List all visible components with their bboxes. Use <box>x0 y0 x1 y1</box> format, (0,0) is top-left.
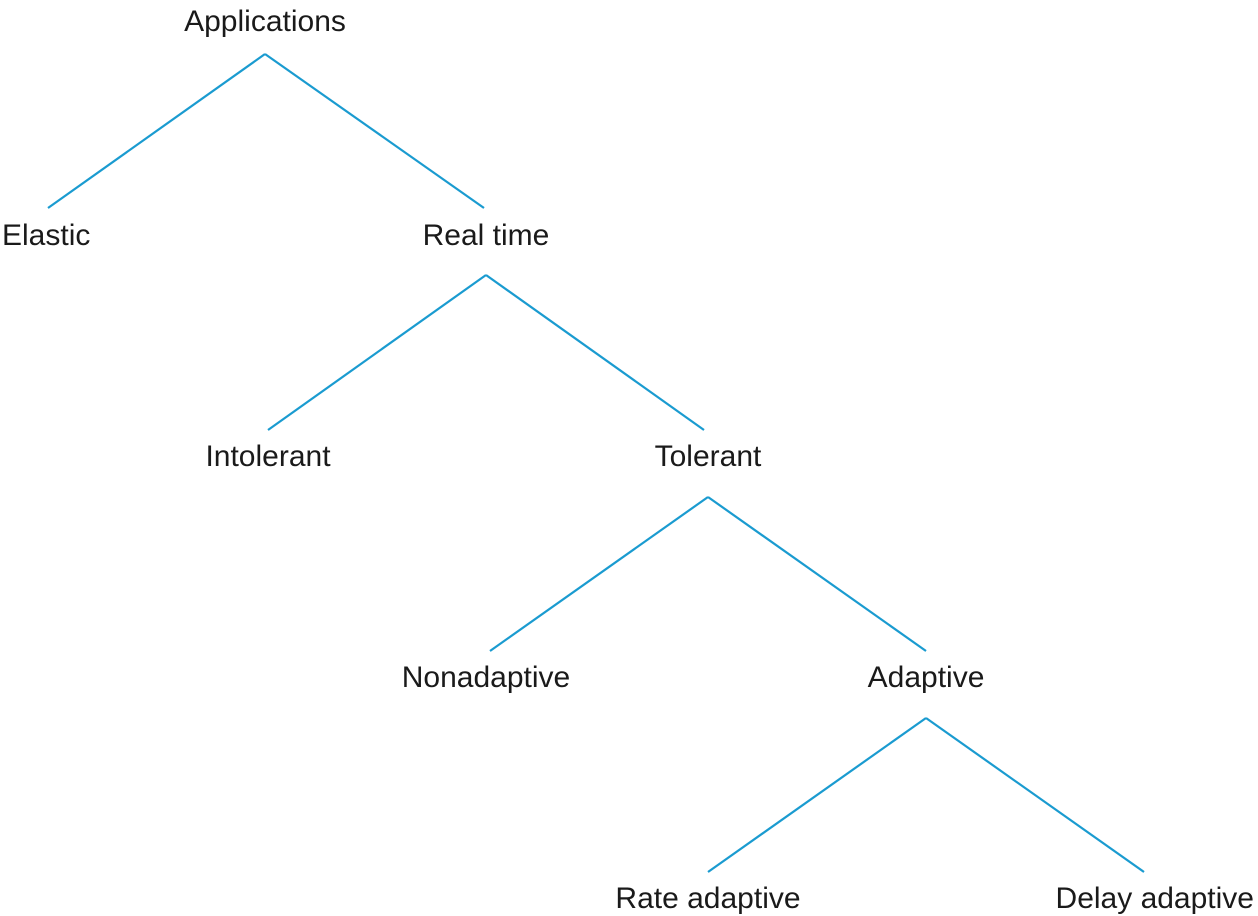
edge-applications-elastic <box>47 53 266 209</box>
node-applications: Applications <box>184 5 346 38</box>
node-elastic: Elastic <box>2 219 90 252</box>
edge-real-time-tolerant <box>485 274 705 431</box>
node-tolerant: Tolerant <box>655 440 762 473</box>
node-real-time: Real time <box>423 219 550 252</box>
edge-adaptive-rate-adaptive <box>707 717 927 873</box>
tree-edges <box>47 53 1145 873</box>
node-intolerant: Intolerant <box>205 440 331 473</box>
node-delay-adaptive: Delay adaptive <box>1056 882 1254 915</box>
node-rate-adaptive: Rate adaptive <box>615 882 800 915</box>
node-nonadaptive: Nonadaptive <box>402 661 570 694</box>
edge-real-time-intolerant <box>267 274 487 431</box>
edge-adaptive-delay-adaptive <box>925 717 1145 873</box>
edge-tolerant-adaptive <box>707 496 927 652</box>
tree-nodes: Applications Elastic Real time Intoleran… <box>2 5 1254 915</box>
node-adaptive: Adaptive <box>868 661 985 694</box>
edge-applications-real-time <box>264 53 485 209</box>
edge-tolerant-nonadaptive <box>489 496 709 652</box>
